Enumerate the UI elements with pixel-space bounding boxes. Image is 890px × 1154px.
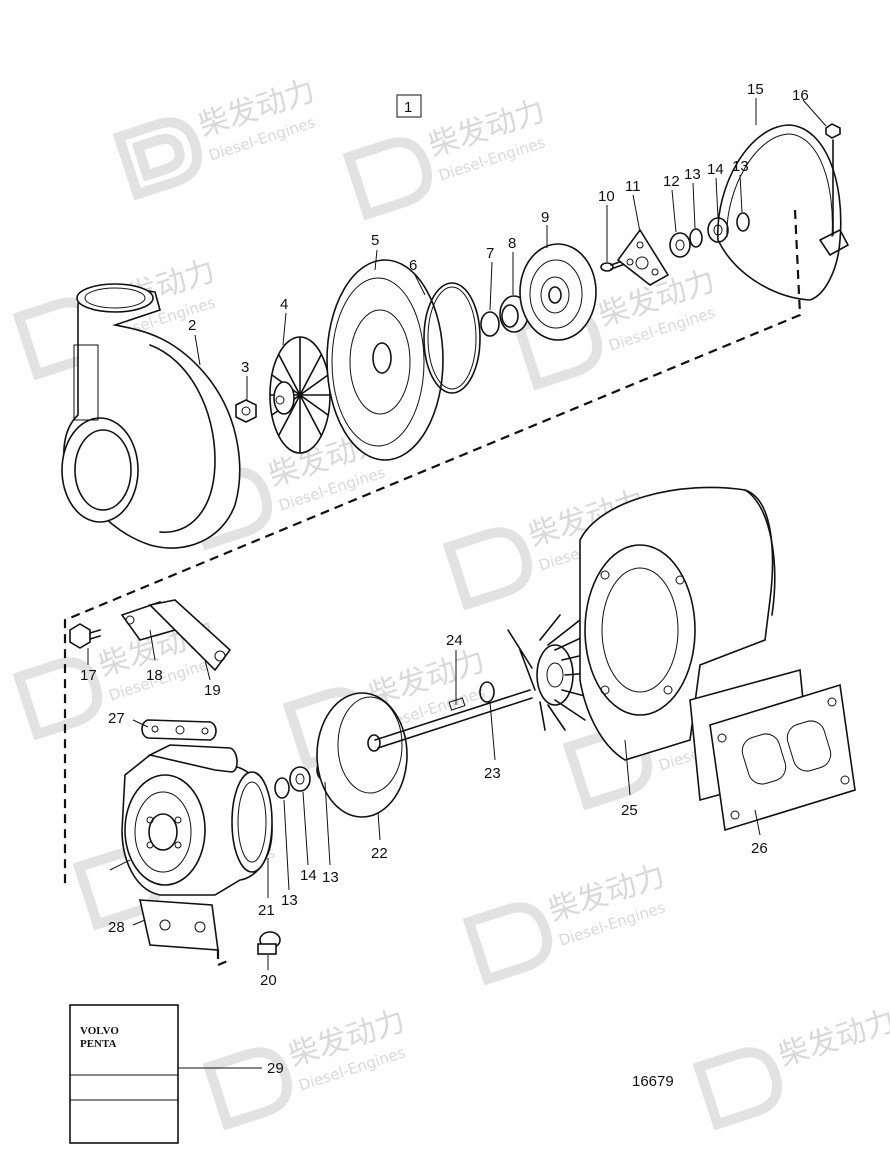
label-part-9: 9 — [541, 209, 549, 226]
group-number-box — [396, 94, 422, 118]
label-part-13-a: 13 — [684, 166, 701, 183]
label-part-26: 26 — [751, 840, 768, 857]
label-part-29: 29 — [267, 1060, 284, 1077]
compressor-housing — [61, 283, 241, 549]
compressor-back-plate — [326, 259, 444, 461]
impeller-nut — [235, 399, 257, 423]
bearing-housing — [121, 744, 273, 896]
drain-connector-dashed — [216, 950, 231, 967]
label-part-22: 22 — [371, 845, 388, 862]
watermark-1: 柴发动力 Diesel-Engines — [112, 73, 319, 201]
bearing-bush — [669, 232, 691, 258]
label-part-25: 25 — [621, 802, 638, 819]
bearing-lower — [289, 766, 311, 792]
label-part-14-b: 14 — [300, 867, 317, 884]
compressor-wheel — [269, 336, 331, 454]
label-part-10: 10 — [598, 188, 615, 205]
label-part-14-a: 14 — [707, 161, 724, 178]
large-o-ring — [423, 282, 481, 394]
bracket — [148, 599, 232, 672]
manual-title-line1: VOLVO — [80, 1025, 119, 1037]
small-ring — [480, 311, 500, 337]
watermark-2: 柴发动力 Diesel-Engines — [342, 93, 549, 221]
label-part-3: 3 — [241, 359, 249, 376]
d-logo-icon — [692, 1047, 783, 1131]
label-part-2: 2 — [188, 317, 196, 334]
drain-plug — [257, 931, 281, 955]
label-part-17: 17 — [80, 667, 97, 684]
oil-gasket-bottom — [138, 899, 219, 951]
d-logo-icon — [202, 1047, 293, 1131]
part-labels: 2 3 4 5 6 7 8 9 10 11 12 13 14 13 15 16 … — [80, 81, 809, 1077]
label-part-21: 21 — [258, 902, 275, 919]
label-part-28: 28 — [108, 919, 125, 936]
watermark-11: 柴发动力 Diesel-Engines — [462, 858, 669, 986]
circlip-upper-b — [736, 212, 750, 232]
label-part-13-c: 13 — [281, 892, 298, 909]
label-part-15: 15 — [747, 81, 764, 98]
service-manual: VOLVO PENTA — [69, 1004, 179, 1144]
label-part-13-b: 13 — [732, 158, 749, 175]
label-part-6: 6 — [409, 257, 417, 274]
circlip-lower-a — [274, 777, 290, 799]
label-part-20: 20 — [260, 972, 277, 989]
exhaust-gasket — [709, 683, 856, 832]
seal-insert — [519, 243, 597, 341]
label-part-4: 4 — [280, 296, 288, 313]
d-logo-icon — [462, 902, 553, 986]
v-band-clamp — [717, 124, 849, 301]
d-logo-icon — [442, 527, 533, 611]
piston-ring — [479, 681, 495, 703]
label-part-7: 7 — [486, 245, 494, 262]
label-part-8: 8 — [508, 235, 516, 252]
assembly-connector-dashed — [63, 209, 802, 885]
label-part-23: 23 — [484, 765, 501, 782]
leader-lines — [87, 98, 827, 1069]
thrust-bearing — [616, 228, 670, 286]
d-logo-icon — [12, 657, 103, 741]
oil-gasket-top — [141, 719, 217, 741]
label-part-12: 12 — [663, 173, 680, 190]
d-logo-icon — [342, 137, 433, 221]
circlip-upper-a — [689, 228, 703, 248]
manual-title-line2: PENTA — [80, 1038, 117, 1050]
watermark-12: 柴发动力 Diesel-Engines — [202, 1003, 409, 1131]
d-logo-icon — [112, 117, 203, 201]
label-part-24: 24 — [446, 632, 463, 649]
label-part-18: 18 — [146, 667, 163, 684]
watermark-cn: 柴发动力 — [774, 1003, 890, 1073]
group-number: 1 — [404, 99, 412, 116]
label-part-19: 19 — [204, 682, 221, 699]
label-part-5: 5 — [371, 232, 379, 249]
label-part-11: 11 — [625, 178, 641, 195]
clamp-nut — [825, 123, 841, 236]
label-part-13-d: 13 — [322, 869, 339, 886]
watermark-13: 柴发动力 — [692, 1003, 890, 1131]
label-part-27: 27 — [108, 710, 125, 727]
bolt — [69, 623, 101, 649]
drawing-number: 16679 — [632, 1073, 674, 1090]
label-part-16: 16 — [792, 87, 809, 104]
heat-shield — [316, 692, 408, 818]
